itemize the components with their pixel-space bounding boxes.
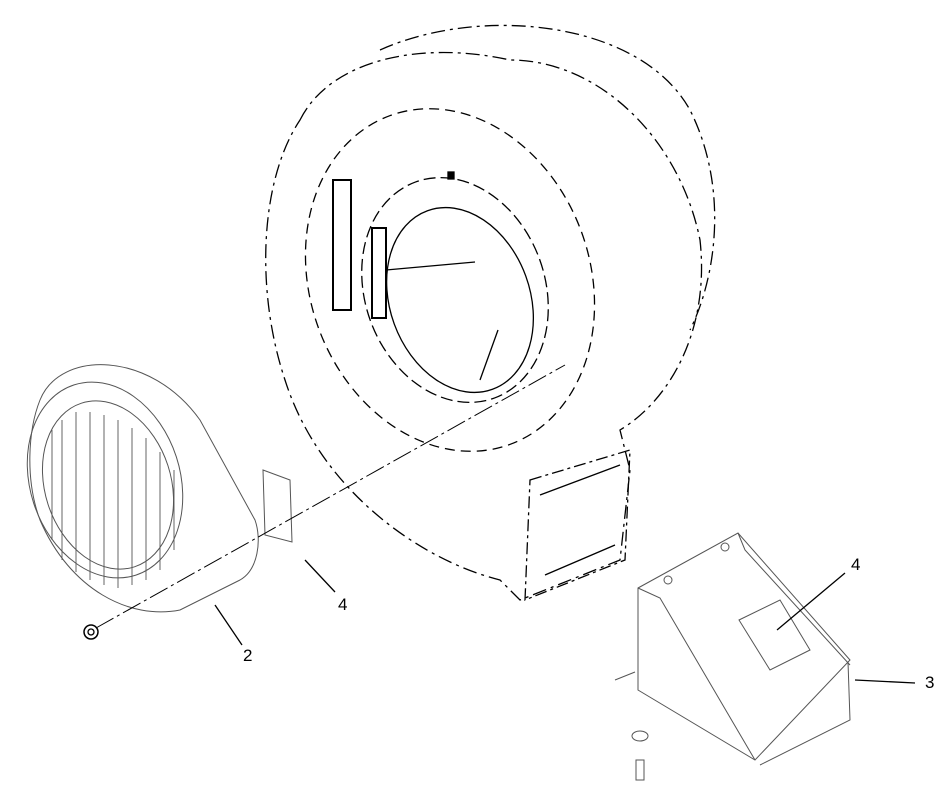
nut: [83, 624, 99, 640]
gasket-left: [262, 469, 293, 543]
blower-housing: [265, 24, 716, 601]
callout-3: 3: [925, 673, 935, 692]
outlet-duct: [614, 532, 851, 781]
callout-4-gasket: 4: [338, 595, 348, 614]
inlet-guard: [26, 364, 259, 613]
callout-4-duct: 4: [851, 555, 861, 574]
callout-2: 2: [243, 646, 253, 665]
